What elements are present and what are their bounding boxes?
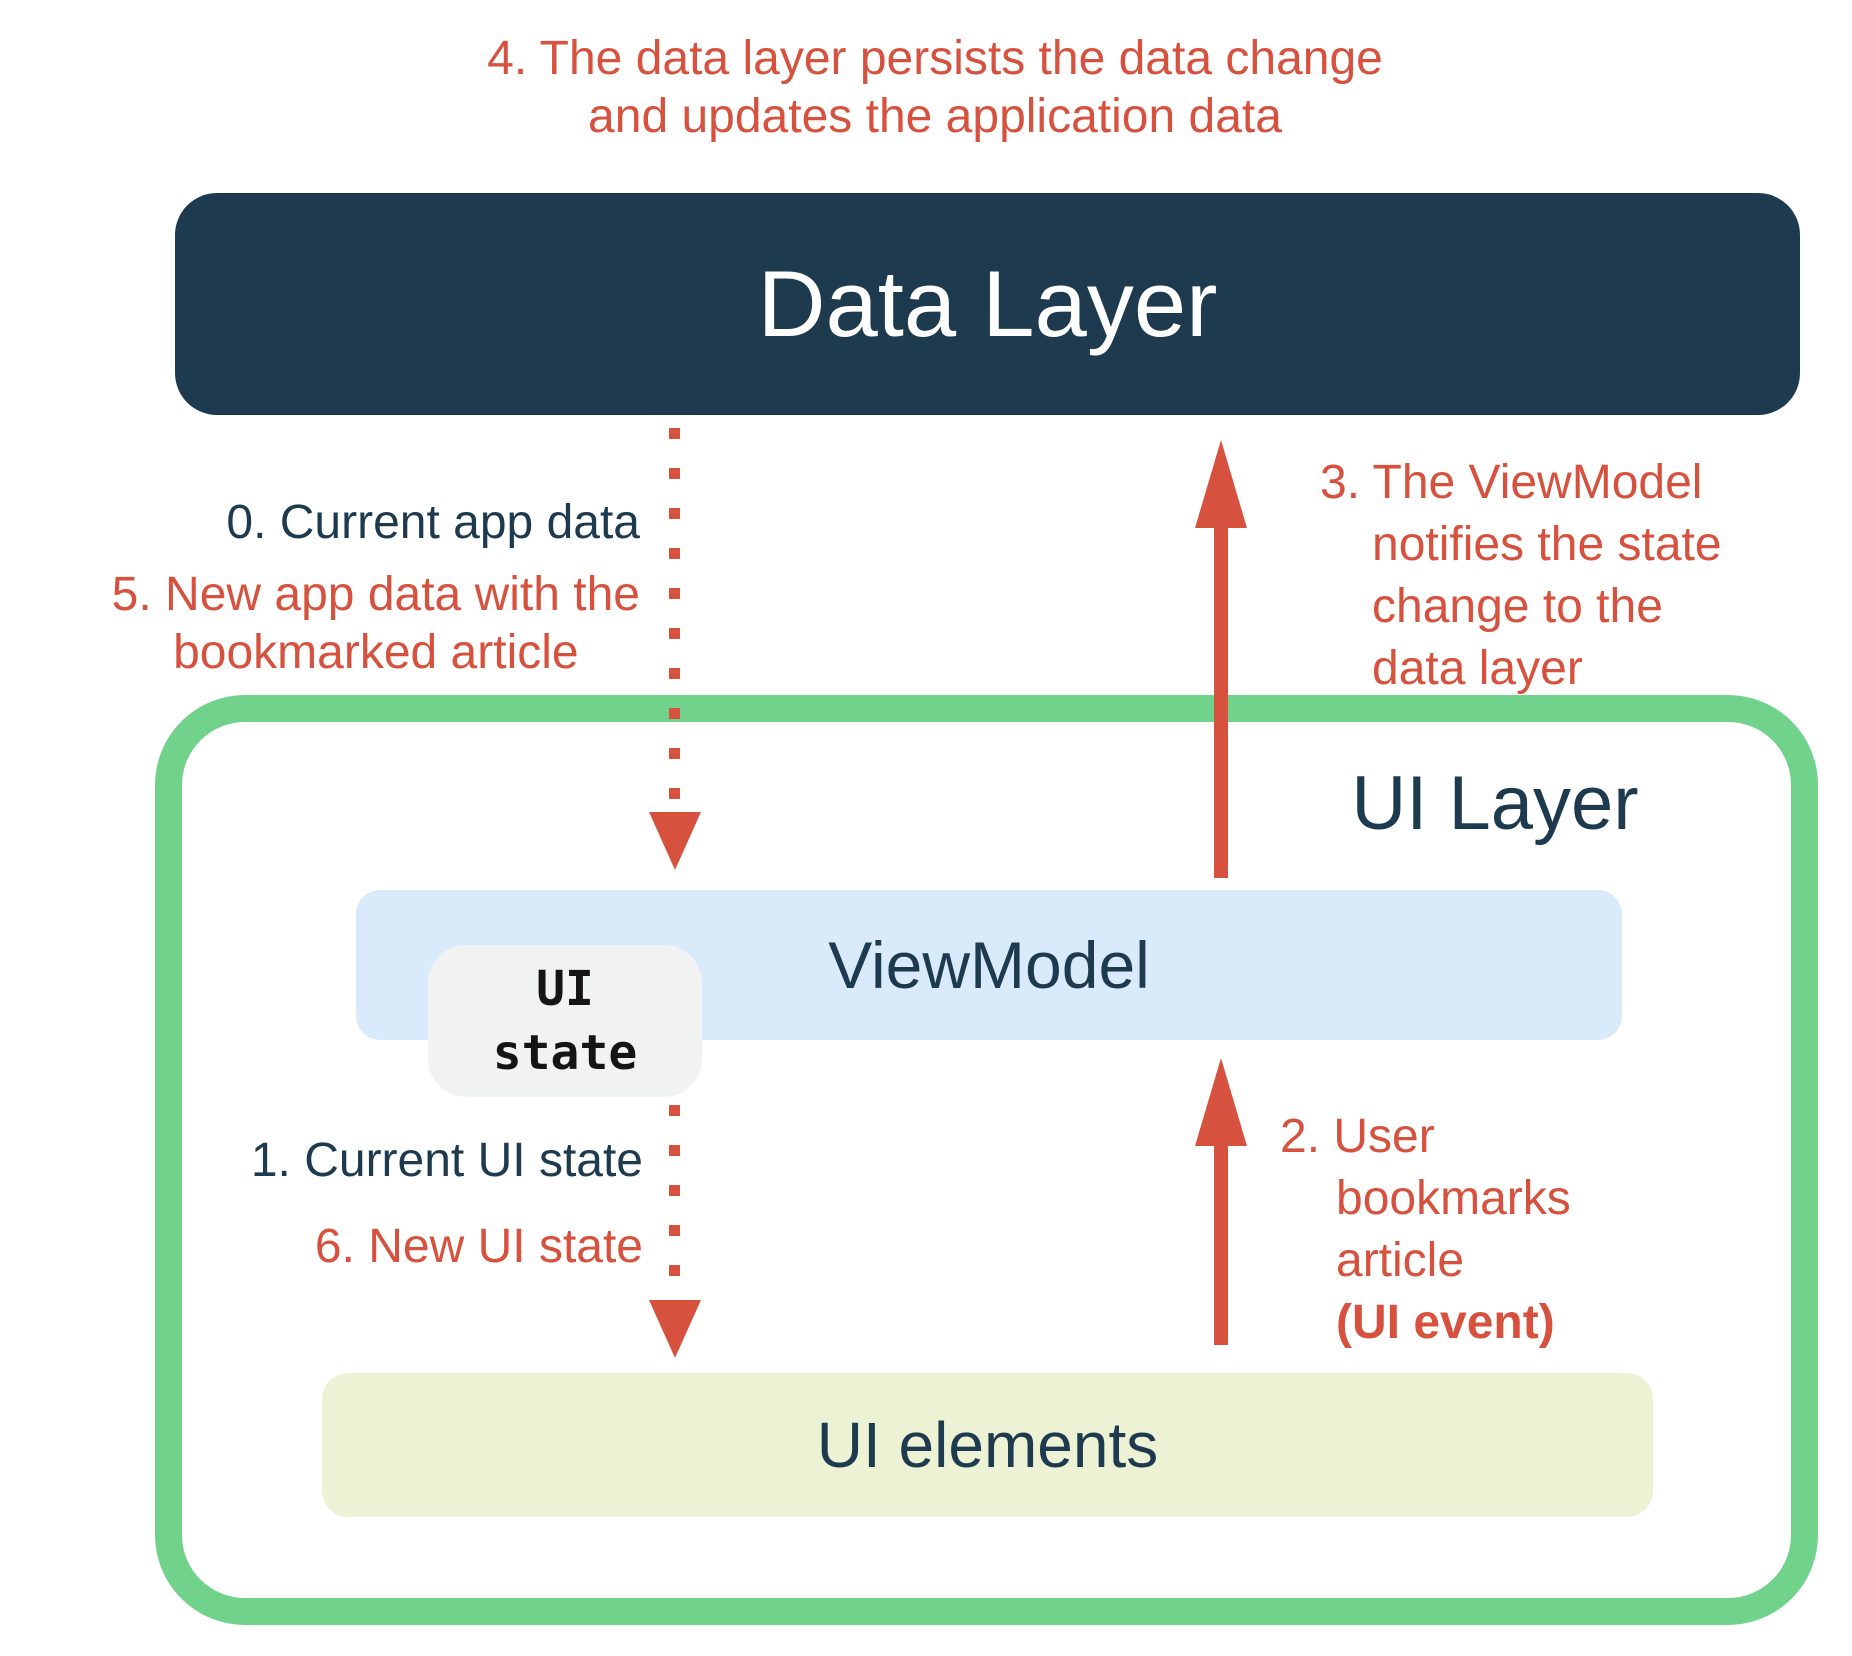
- up-arrowhead-2-icon: [1195, 1058, 1247, 1146]
- arrow-dot: [669, 708, 680, 719]
- down-arrowhead-2-icon: [649, 1300, 701, 1358]
- label-step5-line2: bookmarked article: [173, 626, 579, 679]
- caption-step4-line1: 4. The data layer persists the data chan…: [487, 32, 1383, 85]
- up-arrow-2-shaft: [1214, 1142, 1228, 1345]
- arrow-dot: [669, 588, 680, 599]
- label-step0: 0. Current app data: [226, 496, 640, 549]
- label-step2: 2. User bookmarks article (UI event): [1280, 1106, 1571, 1354]
- ui-state-chip-line2: state: [492, 1025, 638, 1081]
- up-arrow-3-shaft: [1214, 524, 1228, 878]
- down-arrowhead-1-icon: [649, 812, 701, 870]
- arrow-dot: [669, 1145, 680, 1156]
- ui-elements-box: UI elements: [322, 1373, 1653, 1517]
- dotted-down-arrow-2: [669, 1105, 680, 1276]
- arrow-dot: [669, 508, 680, 519]
- arrow-dot: [669, 668, 680, 679]
- ui-state-chip: UI state: [428, 945, 702, 1097]
- label-step2-line2: bookmarks: [1336, 1172, 1571, 1225]
- label-step1: 1. Current UI state: [250, 1134, 643, 1187]
- arrow-dot: [669, 748, 680, 759]
- label-step3: 3. The ViewModel notifies the state chan…: [1320, 452, 1722, 700]
- label-step3-line3: change to the: [1372, 580, 1663, 633]
- arrow-dot: [669, 1105, 680, 1116]
- arrow-dot: [669, 1185, 680, 1196]
- ui-layer-box: [155, 695, 1818, 1625]
- arrow-dot: [669, 1225, 680, 1236]
- up-arrowhead-3-icon: [1195, 440, 1247, 528]
- label-step2-line1: 2. User: [1280, 1110, 1435, 1163]
- arrow-dot: [669, 628, 680, 639]
- label-step5-line1: 5. New app data with the: [111, 568, 640, 621]
- label-step6: 6. New UI state: [314, 1220, 643, 1273]
- label-step3-line1: 3. The ViewModel: [1320, 456, 1703, 509]
- data-layer-box: Data Layer: [175, 193, 1800, 415]
- caption-step4-line2: and updates the application data: [588, 90, 1282, 143]
- data-layer-title: Data Layer: [757, 251, 1218, 356]
- arrow-dot: [669, 548, 680, 559]
- dotted-down-arrow-1: [669, 428, 680, 799]
- ui-elements-title: UI elements: [816, 1409, 1159, 1481]
- arrow-dot: [669, 428, 680, 439]
- label-step2-line4: (UI event): [1336, 1296, 1555, 1349]
- arrow-dot: [669, 788, 680, 799]
- label-step5: 5. New app data with the bookmarked arti…: [112, 566, 640, 682]
- caption-step4: 4. The data layer persists the data chan…: [0, 30, 1852, 146]
- label-step3-line4: data layer: [1372, 642, 1583, 695]
- arrow-dot: [669, 1265, 680, 1276]
- viewmodel-title: ViewModel: [828, 928, 1150, 1002]
- label-step2-line3: article: [1336, 1234, 1465, 1287]
- label-step3-line2: notifies the state: [1372, 518, 1722, 571]
- ui-state-chip-line1: UI: [536, 961, 594, 1017]
- ui-layer-title: UI Layer: [1351, 761, 1639, 846]
- arrow-dot: [669, 468, 680, 479]
